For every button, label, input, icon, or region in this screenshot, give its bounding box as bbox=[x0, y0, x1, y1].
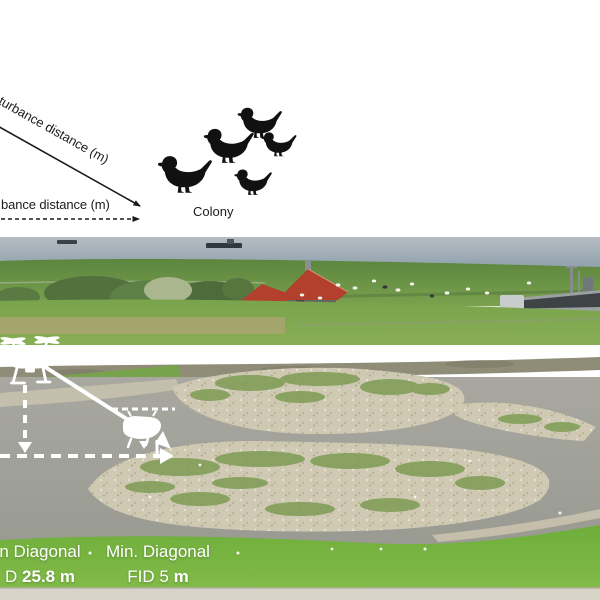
gull-icon bbox=[237, 107, 282, 138]
solid-disturbance-arrow bbox=[0, 126, 141, 207]
drone-icon bbox=[112, 407, 175, 449]
drone-icon bbox=[0, 336, 60, 385]
caption-line2: FID 5 m bbox=[127, 567, 189, 586]
gull-icon bbox=[157, 156, 212, 193]
caption-line1: n Diagonal bbox=[0, 542, 81, 561]
bottom-path bbox=[0, 588, 600, 600]
bird-dots bbox=[148, 459, 594, 535]
caption-min-diagonal: Min. Diagonal FID 5 m bbox=[96, 539, 220, 589]
colony-group bbox=[157, 107, 297, 195]
top-diagram bbox=[0, 107, 297, 222]
bird-dots-grass bbox=[88, 547, 427, 555]
dashed-arrow-label: bance distance (m) bbox=[1, 197, 110, 212]
caption-mean-diagonal: n Diagonal D 25.8 m bbox=[0, 539, 106, 589]
island-spit-right bbox=[455, 402, 596, 441]
measurement-lines bbox=[0, 363, 174, 464]
colony-label: Colony bbox=[193, 204, 234, 219]
gull-icon bbox=[261, 132, 297, 157]
sand-strip-left bbox=[0, 379, 180, 407]
down-right-arrow-icon bbox=[155, 431, 171, 449]
reed-strip bbox=[0, 317, 285, 334]
foreground-grass bbox=[0, 525, 600, 592]
ship-icon bbox=[57, 240, 77, 244]
solid-fid-line bbox=[40, 363, 135, 425]
caption-line2: D 25.8 m bbox=[5, 567, 75, 586]
ship-icon bbox=[206, 239, 242, 248]
sheep-dots bbox=[299, 279, 532, 300]
caption-line1: Min. Diagonal bbox=[106, 542, 210, 561]
waterline-sand bbox=[432, 509, 600, 542]
gull-icon bbox=[234, 169, 272, 195]
island-upper bbox=[172, 367, 465, 435]
hedge-line bbox=[299, 289, 600, 299]
fence-line bbox=[299, 318, 600, 326]
landscape-photo bbox=[0, 237, 600, 600]
gull-icon bbox=[203, 128, 254, 163]
